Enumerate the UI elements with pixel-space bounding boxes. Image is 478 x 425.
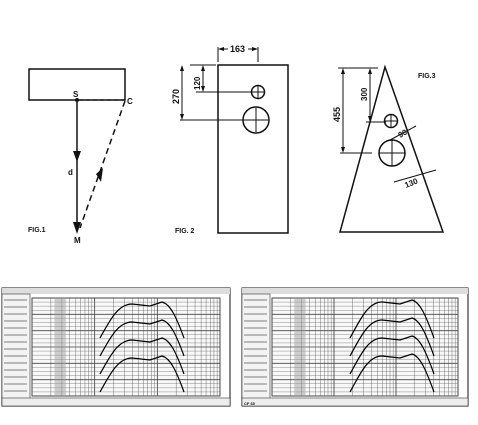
figure-3: 455 300 90 130 FIG.3: [332, 64, 445, 233]
chart-info-panel: [241, 293, 271, 407]
chart-band: [54, 298, 66, 396]
fig2-caption: FIG. 2: [175, 228, 195, 235]
fig2-width-arrow-left: [218, 47, 224, 51]
fig1-point-s-dot: [75, 98, 79, 102]
fig1-point-s-label: S: [73, 90, 79, 99]
fig1-caption: FIG.1: [28, 227, 46, 234]
chart-footer-strip: [1, 397, 231, 407]
fig3-triangular-cabinet: [339, 64, 445, 233]
figure-1: S C d M FIG.1: [28, 68, 133, 245]
fig2-upper-arrow-bottom: [201, 86, 205, 92]
chart-response-trace: [99, 337, 185, 375]
fig1-vertical-arrowhead: [73, 222, 81, 234]
fig1-dashed-diagonal: [79, 100, 126, 229]
fig3-upper-arrow-bottom: [368, 116, 372, 122]
chart-band: [294, 298, 306, 396]
chart-header-strip: [2, 288, 230, 294]
chart-response-trace: [349, 335, 435, 375]
fig1-point-c-label: C: [127, 97, 133, 106]
chart-info-panel: [1, 293, 31, 407]
fig2-lower-arrow-bottom: [180, 114, 184, 120]
fig2-dim-lower: 270: [171, 89, 181, 104]
fig1-mid-arrowhead: [73, 151, 81, 162]
fig3-large-hole-leader: [393, 169, 437, 183]
chart-response-trace: [99, 319, 185, 357]
fig2-lower-arrow-top: [180, 65, 184, 71]
chart-response-trace: [349, 353, 435, 393]
fig2-cabinet-front: [217, 64, 289, 234]
fig2-dim-upper: 120: [193, 76, 202, 90]
frequency-response-chart-right: [241, 287, 469, 407]
fig3-upper-arrow-top: [368, 68, 372, 74]
fig3-small-hole: [383, 113, 399, 129]
fig2-width-label-bg: [228, 43, 248, 54]
chart-response-trace: [99, 355, 185, 393]
chart-response-trace: [99, 301, 185, 339]
fig3-total-arrow-top: [341, 68, 345, 74]
frequency-response-chart-left: [1, 287, 231, 407]
fig3-caption: FIG.3: [418, 73, 436, 80]
fig2-width-arrow-right: [252, 47, 258, 51]
fig1-label-d: d: [68, 168, 73, 177]
fig2-large-hole: [242, 106, 270, 134]
fig3-dim-upper: 300: [360, 87, 369, 101]
fig3-dim-total: 455: [332, 107, 342, 122]
fig2-small-hole: [250, 84, 266, 100]
chart-right-footer-code: CF 65: [244, 401, 256, 406]
fig1-point-m-label: M: [74, 236, 81, 245]
chart-header-strip: [242, 288, 468, 294]
chart-response-trace: [349, 317, 435, 357]
chart-footer-strip: [241, 397, 469, 407]
fig2-dim-width: 163: [230, 44, 245, 54]
chart-response-trace: [349, 299, 435, 339]
fig3-total-arrow-bottom: [341, 147, 345, 153]
fig2-upper-arrow-top: [201, 65, 205, 71]
fig3-small-hole-leader: [389, 125, 417, 141]
fig1-dashed-arrowhead: [96, 168, 103, 182]
figure-2: 163 120 270 FIG. 2: [171, 43, 289, 235]
